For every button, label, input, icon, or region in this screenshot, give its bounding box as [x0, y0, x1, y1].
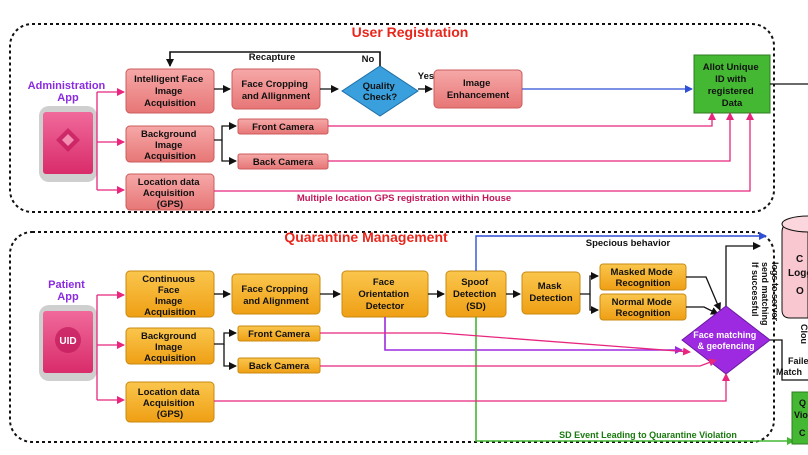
quarantine-management-title: Quarantine Management	[284, 229, 448, 245]
server-database-cylinder: C Logg O	[781, 215, 808, 319]
svg-text:Normal Mode Recognition: Normal Mode Recognition	[612, 297, 675, 319]
svg-text:Spoof Detection (S: Spoof Detection (SD)	[453, 277, 499, 312]
background-acquisition-box-reg: Background Image Acquisition	[125, 125, 215, 163]
svg-text:Continuous Face Im: Continuous Face Image Acquisition	[142, 274, 197, 318]
sd-event-label: SD Event Leading to Quarantine Violation	[559, 430, 737, 440]
face-orientation-detector-box: Face Orientation Detector	[341, 270, 429, 318]
svg-text:Face matching & geofenci: Face matching & geofencing	[693, 330, 759, 351]
normal-mode-recognition-box: Normal Mode Recognition	[599, 293, 687, 321]
front-camera-box-qm: Front Camera	[237, 325, 321, 342]
specious-behavior-label: Specious behavior	[586, 238, 671, 249]
allot-unique-id-box: Allot Unique ID with registered Data	[693, 54, 771, 114]
svg-text:Background Image A: Background Image Acquisition	[141, 129, 199, 162]
quarantine-management-panel	[9, 231, 775, 443]
face-cropping-box-reg: Face Cropping and Allignment	[231, 68, 321, 110]
svg-text:Front Camera: Front Camera	[252, 122, 314, 133]
back-camera-box-qm: Back Camera	[237, 357, 321, 374]
face-cropping-box-qm: Face Cropping and Alignment	[231, 273, 321, 315]
background-acquisition-box-qm: Background Image Acquisition	[125, 327, 215, 365]
image-enhancement-box: Image Enhancement	[433, 69, 523, 109]
back-camera-box-reg: Back Camera	[237, 153, 329, 170]
svg-text:Back Camera: Back Camera	[249, 361, 310, 372]
intelligent-face-acquisition-box: Intelligent Face Image Acquisition	[125, 68, 215, 114]
patient-app-label: Patient App	[48, 279, 88, 303]
quarantine-violation-box: Q Viol C	[791, 391, 808, 445]
location-acquisition-box-reg: Location data Acquisition (GPS)	[125, 173, 215, 211]
failed-match-label: Faile Match	[776, 356, 808, 377]
recapture-label: Recapture	[249, 52, 295, 63]
admin-phone-icon	[39, 106, 97, 182]
svg-text:Face Orientation D: Face Orientation Detector	[358, 277, 411, 312]
svg-text:Face Cropping and Allign: Face Cropping and Allignment	[241, 79, 311, 102]
svg-text:Intelligent Face Image: Intelligent Face Image Acquisition	[134, 74, 206, 109]
masked-mode-recognition-box: Masked Mode Recognition	[599, 263, 687, 291]
continuous-face-acquisition-box: Continuous Face Image Acquisition	[125, 270, 215, 318]
front-camera-box-reg: Front Camera	[237, 118, 329, 135]
mask-detection-box: Mask Detection	[521, 271, 581, 315]
cloud-cutoff-label: Clou	[799, 324, 808, 344]
svg-text:Back Camera: Back Camera	[253, 157, 314, 168]
svg-text:Front Camera: Front Camera	[248, 329, 310, 340]
svg-text:Masked Mode Recognition: Masked Mode Recognition	[611, 267, 676, 289]
quality-check-diamond: Quality Check?	[341, 65, 419, 117]
user-registration-panel	[9, 23, 775, 213]
administration-app-label: Administration App	[28, 80, 109, 104]
svg-text:Mask Detection: Mask Detection	[529, 281, 572, 304]
svg-text:Image Enhancement: Image Enhancement	[447, 78, 510, 101]
svg-text:Location data Acquisitio: Location data Acquisition (GPS)	[138, 177, 202, 210]
no-label: No	[362, 54, 375, 65]
svg-text:C Logg O: C Logg O	[788, 254, 808, 297]
svg-text:Q Viol C: Q Viol C	[794, 398, 808, 438]
svg-text:UID: UID	[59, 336, 76, 347]
spoof-detection-box: Spoof Detection (SD)	[445, 270, 507, 318]
svg-text:Location data Acquisitio: Location data Acquisition (GPS)	[138, 387, 202, 420]
user-registration-title: User Registration	[352, 24, 469, 40]
svg-text:Background Image A: Background Image Acquisition	[141, 331, 199, 364]
svg-text:Face Cropping and Alignm: Face Cropping and Alignment	[241, 284, 310, 307]
gps-registration-note: Multiple location GPS registration withi…	[297, 193, 511, 204]
svg-text:Quality Check?: Quality Check?	[363, 81, 398, 103]
svg-text:Allot Unique ID with: Allot Unique ID with registered Data	[703, 62, 762, 109]
if-successful-label: If successful send matching logs to serv…	[750, 262, 780, 328]
location-acquisition-box-qm: Location data Acquisition (GPS)	[125, 381, 215, 423]
yes-label: Yes	[418, 71, 434, 82]
patient-phone-icon: UID	[39, 305, 97, 381]
